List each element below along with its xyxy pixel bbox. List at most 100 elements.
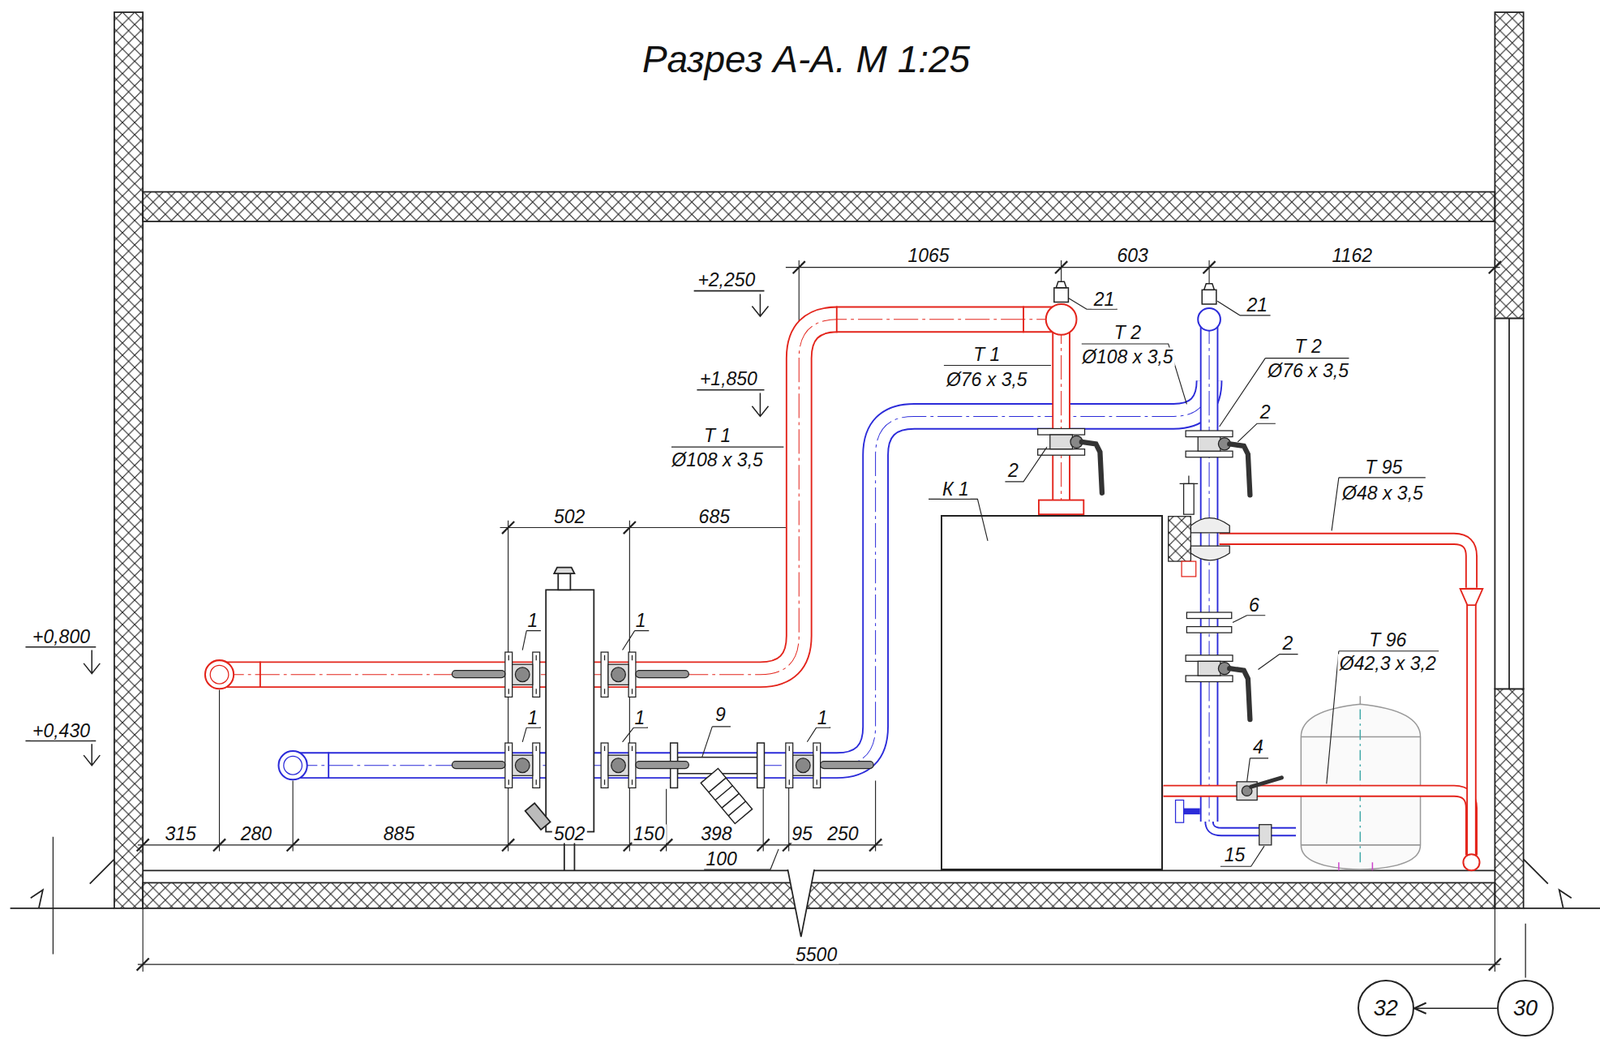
sheet-reference-circle: 30 — [1497, 979, 1554, 1037]
node-text: 32 — [1372, 997, 1400, 1020]
expansion-tank — [1300, 695, 1420, 871]
building-walls — [1494, 12, 1523, 318]
drawing-title: Разрез А-А. М 1:25 — [640, 40, 972, 78]
building-walls — [114, 12, 143, 909]
level-marks — [696, 390, 768, 417]
dimension-label: 1162 — [1330, 245, 1374, 265]
node-text: К 1 — [940, 480, 971, 499]
hydraulic-separator — [525, 567, 595, 871]
building-walls — [142, 192, 1495, 222]
pipe-label: Т 96 — [1367, 630, 1408, 649]
strainer-symbol — [757, 742, 765, 788]
building-walls — [142, 869, 1495, 871]
callout-number: 2 — [1258, 403, 1273, 422]
small-supply-pipes — [1162, 790, 1472, 855]
return-pipe — [292, 380, 1210, 765]
small-supply-pipes — [1219, 538, 1472, 588]
return-pipe — [1209, 319, 1210, 822]
pipe-label: Ø108 x 3,5 — [669, 450, 765, 470]
hydraulic-separator — [553, 567, 575, 575]
level-mark-label: +0,800 — [30, 627, 92, 647]
hydraulic-separator — [525, 802, 551, 830]
small-supply-pipes — [1162, 538, 1483, 871]
pipe-label: Т 2 — [1112, 323, 1143, 343]
dimension-label: 95 — [789, 824, 815, 844]
level-mark-label: +0,430 — [30, 720, 92, 740]
return-pipe — [278, 750, 308, 780]
pipe-label: Т 2 — [1293, 336, 1324, 356]
hydraulic-separator — [545, 589, 594, 832]
level-marks — [694, 291, 769, 317]
circulation-pump — [1179, 475, 1199, 484]
supply-pipe — [219, 319, 1062, 675]
hydraulic-separator — [557, 573, 571, 590]
strainer-symbol — [708, 777, 746, 816]
shutoff-valves — [600, 652, 689, 697]
dimension-label: 685 — [697, 506, 732, 526]
dimension-label: 150 — [631, 824, 666, 844]
level-mark-label: +2,250 — [695, 270, 757, 289]
callout-number: 15 — [1222, 845, 1248, 865]
air-vents — [1055, 281, 1067, 288]
shutoff-valves — [1185, 655, 1250, 720]
circulation-pump — [1168, 475, 1232, 633]
expansion-tank — [1338, 862, 1373, 871]
supply-pipe — [1038, 500, 1084, 515]
leader-lines — [522, 630, 831, 743]
boiler-box: К 1 — [940, 514, 1163, 871]
small-supply-pipes — [1466, 604, 1477, 856]
air-vents — [1054, 287, 1069, 303]
level-marks — [25, 291, 768, 766]
dimension-lines — [137, 908, 1501, 972]
pipe-label: Т 1 — [702, 426, 733, 446]
return-pipe — [327, 751, 330, 779]
small-supply-pipes — [1467, 604, 1476, 856]
callout-number: 9 — [713, 704, 728, 724]
return-pipe — [1197, 308, 1221, 331]
leader-lines — [671, 297, 1426, 622]
small-supply-pipes — [1460, 588, 1484, 605]
level-marks — [25, 741, 100, 766]
circulation-pump — [1190, 518, 1230, 533]
leader-lines — [522, 297, 1439, 870]
return-pipe — [1175, 800, 1184, 824]
callout-number: 1 — [815, 707, 830, 727]
shutoff-valves — [600, 742, 689, 788]
node-text: 30 — [1511, 997, 1540, 1020]
building-walls — [10, 12, 1600, 978]
return-pipe — [292, 380, 1210, 765]
building-walls — [1508, 318, 1510, 690]
pipe-label: Ø108 x 3,5 — [1080, 347, 1176, 367]
shutoff-valves — [1259, 824, 1272, 846]
sheet-reference-circle: 32 — [1357, 979, 1415, 1037]
strainer-symbol — [700, 768, 752, 824]
dimension-label: 100 — [703, 849, 738, 869]
strainer-symbol — [700, 768, 752, 824]
air-vents — [1201, 289, 1217, 305]
building-walls — [1494, 688, 1523, 909]
dimension-label: 280 — [239, 824, 274, 844]
dimension-label: 885 — [381, 824, 417, 844]
shutoff-valves — [451, 428, 1282, 845]
return-pipe — [292, 380, 1210, 765]
dimension-lines — [137, 260, 1502, 972]
circulation-pump — [1190, 545, 1230, 561]
return-pipe — [283, 755, 303, 775]
supply-pipe — [210, 664, 229, 684]
dimension-label: 1065 — [905, 245, 951, 265]
dimension-label: 5500 — [793, 944, 839, 964]
small-supply-pipes — [1462, 853, 1480, 871]
strainer-symbol — [670, 742, 765, 824]
circulation-pump — [1186, 612, 1232, 619]
small-supply-pipes — [1219, 538, 1472, 588]
dimension-lines — [785, 260, 1501, 531]
pipe-label: Ø42,3 x 3,2 — [1338, 653, 1438, 673]
return-pipe — [1183, 808, 1201, 816]
building-walls — [142, 882, 1495, 908]
shutoff-valves — [1038, 428, 1103, 493]
circulation-pump — [1181, 561, 1197, 577]
dimension-label: 502 — [552, 506, 587, 526]
callout-number: 1 — [634, 611, 648, 631]
reference-arrow — [1414, 1007, 1498, 1009]
